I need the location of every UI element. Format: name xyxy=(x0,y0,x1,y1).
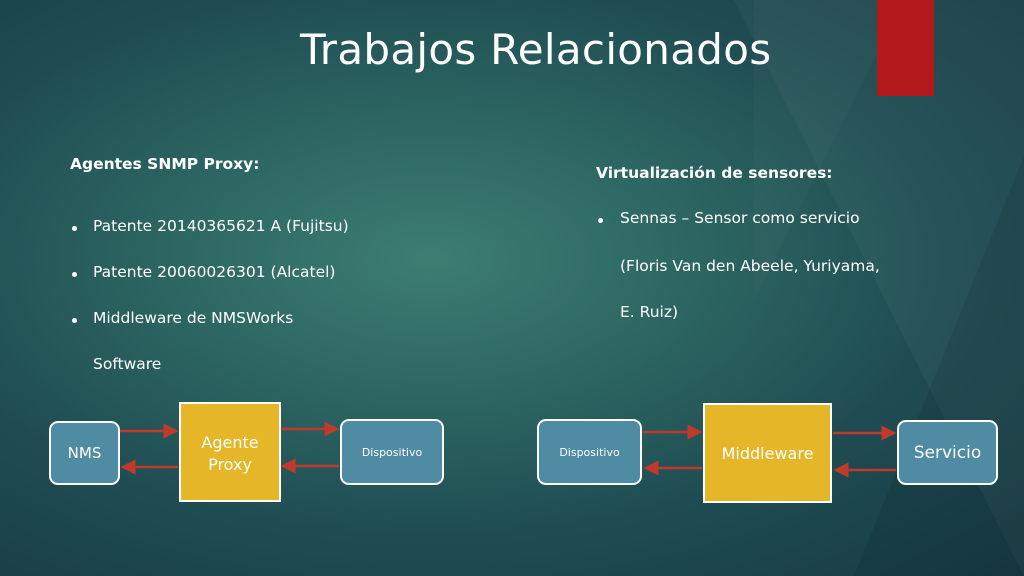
bullet-dot xyxy=(72,272,77,277)
middleware-box: Middleware xyxy=(703,403,832,503)
bullet-dot xyxy=(72,226,77,231)
right-heading: Virtualización de sensores: xyxy=(596,164,833,182)
agent-proxy-label-2: Proxy xyxy=(208,455,252,474)
right-bullet-1-continuation-2: E. Ruiz) xyxy=(620,303,679,321)
service-box: Servicio xyxy=(897,420,998,485)
left-heading: Agentes SNMP Proxy: xyxy=(70,155,260,173)
nms-box: NMS xyxy=(49,421,120,485)
agent-proxy-label-1: Agente xyxy=(201,433,259,452)
slide-title: Trabajos Relacionados xyxy=(300,25,772,74)
left-bullet-3: Middleware de NMSWorks xyxy=(93,309,294,327)
bullet-dot xyxy=(72,318,77,323)
agent-proxy-box: Agente Proxy xyxy=(179,402,281,502)
right-device-box: Dispositivo xyxy=(537,419,642,485)
bullet-dot xyxy=(598,218,603,223)
right-bullet-1-continuation-1: (Floris Van den Abeele, Yuriyama, xyxy=(620,257,880,275)
accent-red-tab xyxy=(877,0,934,96)
left-device-box: Dispositivo xyxy=(340,419,444,485)
left-bullet-2: Patente 20060026301 (Alcatel) xyxy=(93,263,336,281)
left-bullet-3-continuation: Software xyxy=(93,355,162,373)
left-bullet-1: Patente 20140365621 A (Fujitsu) xyxy=(93,217,349,235)
right-bullet-1: Sennas – Sensor como servicio xyxy=(620,209,860,227)
bg-triangle-bottom xyxy=(854,156,1024,576)
